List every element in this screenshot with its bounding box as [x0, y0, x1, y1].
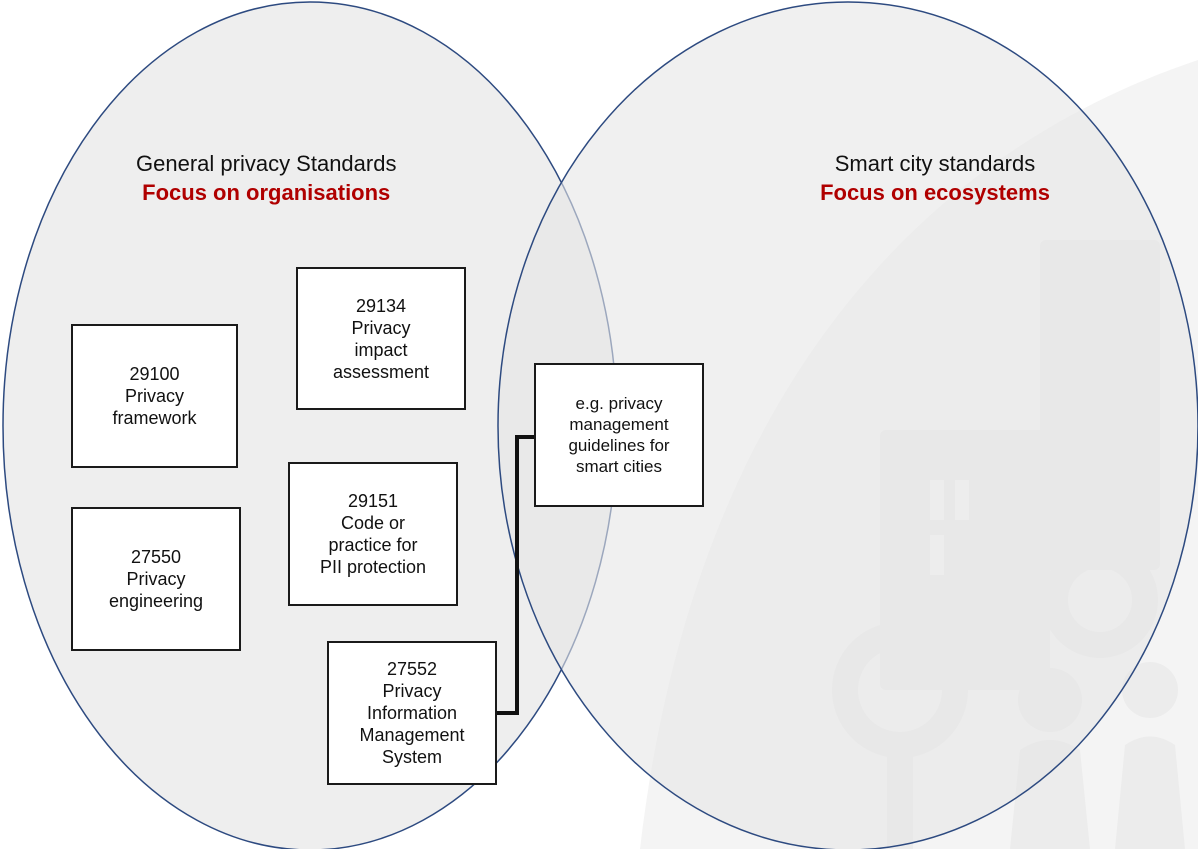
connector-line — [497, 435, 536, 715]
left-set-focus: Focus on organisations — [142, 180, 391, 205]
standard-box-29134: 29134 Privacy impact assessment — [296, 267, 466, 410]
intersection-box: e.g. privacy management guidelines for s… — [534, 363, 704, 507]
standard-box-29151: 29151 Code or practice for PII protectio… — [288, 462, 458, 606]
right-set-focus: Focus on ecosystems — [820, 180, 1050, 205]
standard-label: 29134 Privacy impact assessment — [332, 295, 430, 382]
left-set-title: General privacy Standards — [136, 151, 397, 176]
standard-box-27552: 27552 Privacy Information Management Sys… — [327, 641, 497, 785]
right-set-circle — [497, 1, 1198, 849]
standard-label: 27550 Privacy engineering — [108, 547, 204, 611]
intersection-label: e.g. privacy management guidelines for s… — [568, 394, 670, 476]
right-set-title: Smart city standards — [834, 151, 1036, 176]
standard-label: 29100 Privacy framework — [112, 364, 197, 428]
standard-box-27550: 27550 Privacy engineering — [71, 507, 241, 651]
standard-label: 27552 Privacy Information Management Sys… — [359, 659, 465, 767]
left-set-heading: General privacy Standards Focus on organ… — [136, 151, 396, 206]
standard-box-29100: 29100 Privacy framework — [71, 324, 238, 468]
right-set-heading: Smart city standards Focus on ecosystems — [780, 151, 1090, 206]
standard-label: 29151 Code or practice for PII protectio… — [319, 491, 427, 577]
